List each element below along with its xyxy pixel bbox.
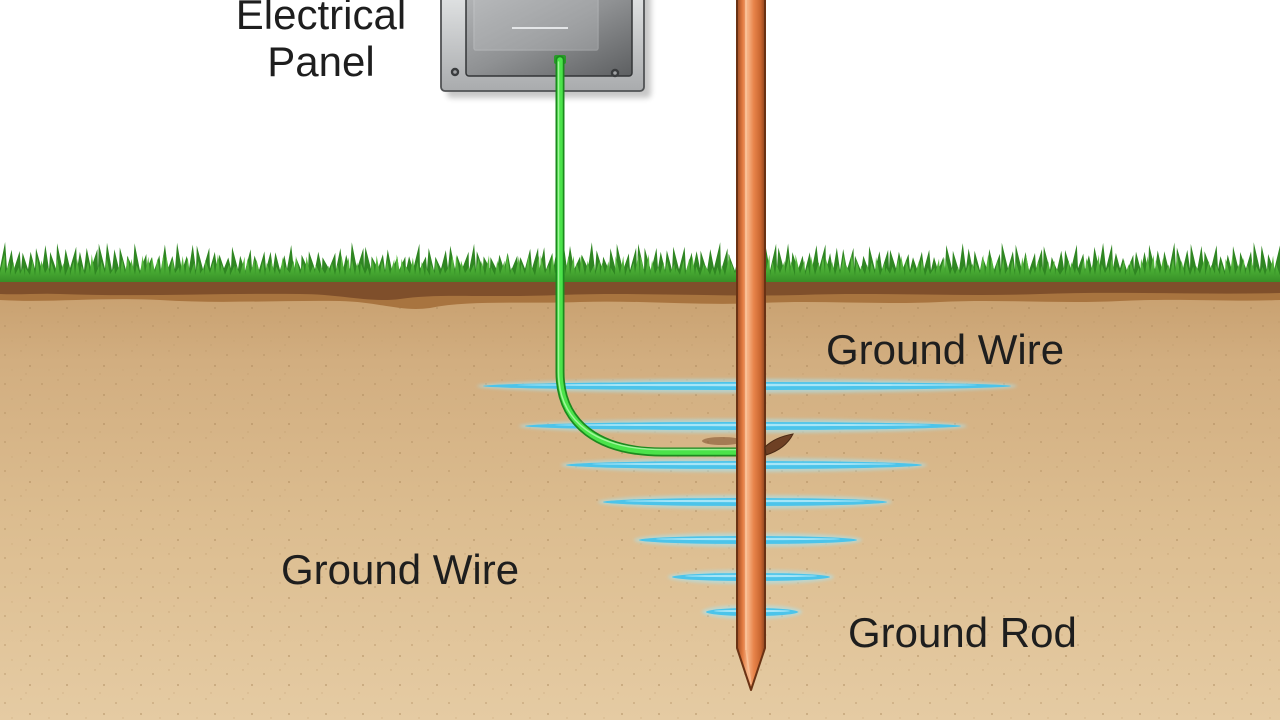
rod-body <box>736 0 766 691</box>
panel-door <box>465 0 633 77</box>
screw-icon <box>610 68 620 78</box>
wire-clamp <box>764 433 794 456</box>
topsoil-dark-band <box>0 282 1280 301</box>
ground-wire-label-lower: Ground Wire <box>281 546 520 593</box>
electrical-panel-label-line2: Panel <box>267 38 375 85</box>
panel-door-inset <box>473 0 599 51</box>
clamp-shadow <box>702 437 742 445</box>
electrical-panel-label: Electrical <box>235 0 407 38</box>
ground-rod-label: Ground Rod <box>848 609 1077 656</box>
soil-texture <box>0 300 1280 720</box>
dissipation-rings <box>477 379 1017 619</box>
electrical-panel <box>440 0 651 98</box>
ground-rod <box>736 0 766 691</box>
screw-icon <box>450 67 460 77</box>
ground-wire <box>554 55 757 457</box>
rod-tip-highlight <box>745 649 752 685</box>
ground-wire-label-upper: Ground Wire <box>826 326 1065 373</box>
grass-front-layer <box>0 254 1280 290</box>
